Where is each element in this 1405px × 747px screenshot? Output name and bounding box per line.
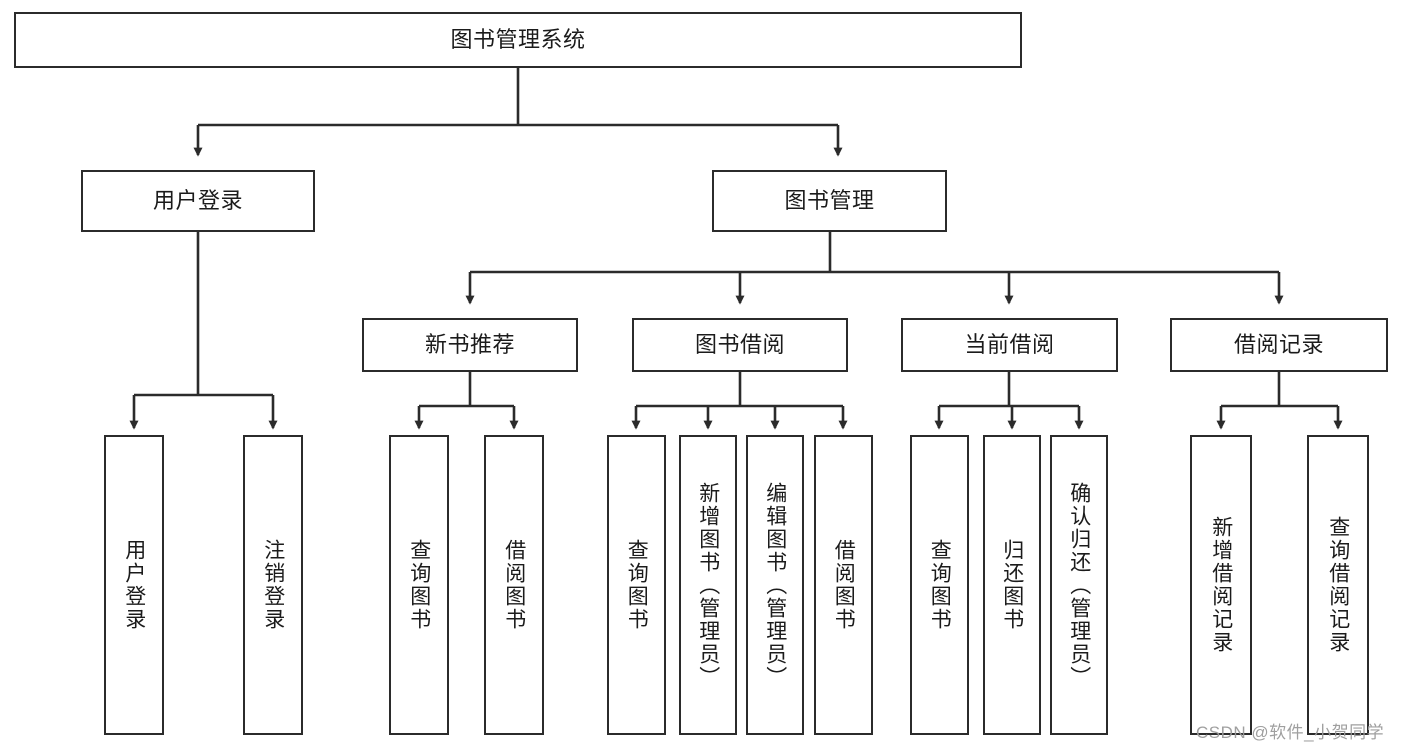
node-book-borrow-label: 图书借阅 (694, 331, 785, 357)
node-leaf-query-record-label: 查询借阅记录 (1326, 516, 1350, 654)
node-leaf-user-login-label: 用户登录 (122, 539, 146, 631)
node-leaf-borrow-book-1-label: 借阅图书 (502, 539, 526, 631)
node-leaf-query-record[interactable]: 查询借阅记录 (1307, 435, 1369, 735)
node-current-borrow[interactable]: 当前借阅 (901, 318, 1118, 372)
node-leaf-query-book-1-label: 查询图书 (407, 539, 431, 631)
node-leaf-edit-book[interactable]: 编辑图书（管理员） (746, 435, 804, 735)
node-leaf-query-book-3[interactable]: 查询图书 (910, 435, 969, 735)
node-book-manage[interactable]: 图书管理 (712, 170, 947, 232)
node-leaf-query-book-2-label: 查询图书 (625, 539, 649, 631)
node-leaf-borrow-book-2-label: 借阅图书 (832, 539, 856, 631)
node-leaf-query-book-2[interactable]: 查询图书 (607, 435, 666, 735)
node-root[interactable]: 图书管理系统 (14, 12, 1022, 68)
node-leaf-borrow-book-1[interactable]: 借阅图书 (484, 435, 544, 735)
node-leaf-query-book-3-label: 查询图书 (928, 539, 952, 631)
node-new-book-rec-label: 新书推荐 (424, 331, 515, 357)
node-book-borrow[interactable]: 图书借阅 (632, 318, 848, 372)
node-leaf-user-login[interactable]: 用户登录 (104, 435, 164, 735)
node-leaf-edit-book-label: 编辑图书（管理员） (763, 481, 787, 689)
node-root-label: 图书管理系统 (450, 26, 586, 52)
node-leaf-return-book[interactable]: 归还图书 (983, 435, 1041, 735)
node-user-login-label: 用户登录 (152, 187, 243, 213)
node-leaf-query-book-1[interactable]: 查询图书 (389, 435, 449, 735)
node-current-borrow-label: 当前借阅 (964, 331, 1055, 357)
node-leaf-borrow-book-2[interactable]: 借阅图书 (814, 435, 873, 735)
node-leaf-add-book-label: 新增图书（管理员） (696, 481, 720, 689)
node-borrow-record-label: 借阅记录 (1233, 331, 1324, 357)
node-borrow-record[interactable]: 借阅记录 (1170, 318, 1388, 372)
node-new-book-rec[interactable]: 新书推荐 (362, 318, 578, 372)
node-book-manage-label: 图书管理 (784, 187, 875, 213)
node-leaf-confirm-return[interactable]: 确认归还（管理员） (1050, 435, 1108, 735)
node-leaf-logout-label: 注销登录 (261, 539, 285, 631)
csdn-watermark: CSDN @软件_小贺同学 (1196, 723, 1385, 742)
node-user-login[interactable]: 用户登录 (81, 170, 315, 232)
node-leaf-add-record-label: 新增借阅记录 (1209, 516, 1233, 654)
node-leaf-logout[interactable]: 注销登录 (243, 435, 303, 735)
node-leaf-return-book-label: 归还图书 (1000, 539, 1024, 631)
node-leaf-add-book[interactable]: 新增图书（管理员） (679, 435, 737, 735)
node-leaf-confirm-return-label: 确认归还（管理员） (1067, 481, 1091, 689)
node-leaf-add-record[interactable]: 新增借阅记录 (1190, 435, 1252, 735)
